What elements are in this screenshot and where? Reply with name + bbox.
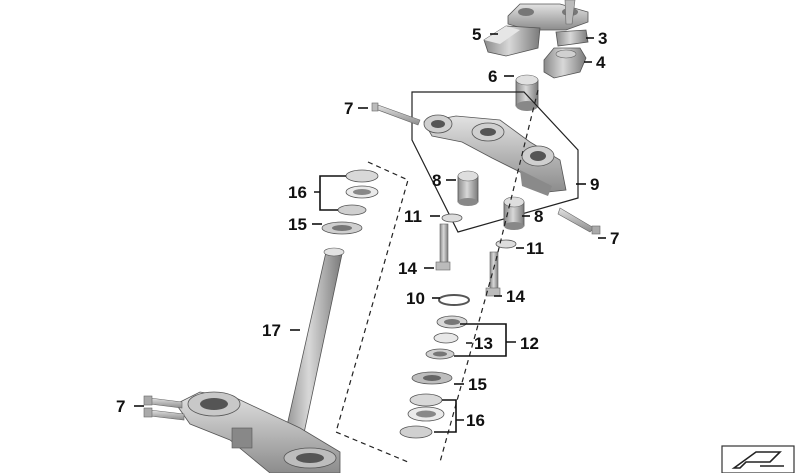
bolt-14-left <box>435 223 451 271</box>
callout-10: 10 <box>406 289 425 308</box>
callout-6: 6 <box>488 67 497 86</box>
dashed-guide-left <box>335 161 409 463</box>
bolt-7-upper <box>371 102 421 126</box>
bolt-7-right <box>557 207 601 235</box>
ring-13-b <box>433 332 459 344</box>
callout-8-left: 8 <box>432 171 441 190</box>
callout-3: 3 <box>598 29 607 48</box>
bushing-8-left <box>457 170 479 206</box>
clamp-part-5 <box>483 25 541 57</box>
lower-triple-clamp <box>175 391 341 473</box>
callout-11-left: 11 <box>404 207 422 226</box>
callout-14-left: 14 <box>398 259 417 278</box>
callout-12: 12 <box>520 334 539 353</box>
callout-7-right: 7 <box>610 229 619 248</box>
direction-symbol-box <box>721 445 795 473</box>
steering-stem-17 <box>281 247 345 453</box>
callout-14-right: 14 <box>506 287 525 306</box>
washer-11-left <box>441 213 463 223</box>
bearing-16-upper <box>337 169 379 216</box>
bracket-16-upper <box>314 175 346 211</box>
callout-15-upper: 15 <box>288 215 307 234</box>
callout-11-right: 11 <box>526 239 544 258</box>
callout-8-right: 8 <box>534 207 543 226</box>
seal-15-lower <box>411 371 453 385</box>
bolts-7-lower <box>143 395 185 421</box>
arrow-symbol-icon <box>731 451 782 469</box>
handlebar-clamp-upper <box>507 0 589 31</box>
callout-17: 17 <box>262 321 281 340</box>
seal-15-upper <box>321 221 363 235</box>
callout-7-lower: 7 <box>116 397 125 416</box>
clamp-part-4 <box>543 47 587 79</box>
ring-13-c <box>425 348 455 360</box>
washer-11-right <box>495 239 517 249</box>
bracket-13-12 <box>454 323 516 357</box>
callout-15-lower: 15 <box>468 375 487 394</box>
bushing-6 <box>515 74 539 111</box>
callout-5: 5 <box>472 25 481 44</box>
ring-13-a <box>436 315 468 329</box>
assembly-outline-9 <box>411 91 579 233</box>
callout-13: 13 <box>474 334 493 353</box>
upper-triple-clamp <box>423 114 567 196</box>
bolt-14-right <box>485 251 501 297</box>
bushing-8-right <box>503 196 525 230</box>
callout-4: 4 <box>596 53 606 72</box>
callout-7-upper: 7 <box>344 99 353 118</box>
dashed-guide-center <box>439 89 539 463</box>
callout-16-lower: 16 <box>466 411 485 430</box>
bracket-16-lower <box>434 399 464 433</box>
clamp-part-3 <box>555 29 589 47</box>
callout-9: 9 <box>590 175 599 194</box>
callout-16-upper: 16 <box>288 183 307 202</box>
bearing-16-lower <box>399 393 445 439</box>
circlip-10 <box>438 294 470 306</box>
